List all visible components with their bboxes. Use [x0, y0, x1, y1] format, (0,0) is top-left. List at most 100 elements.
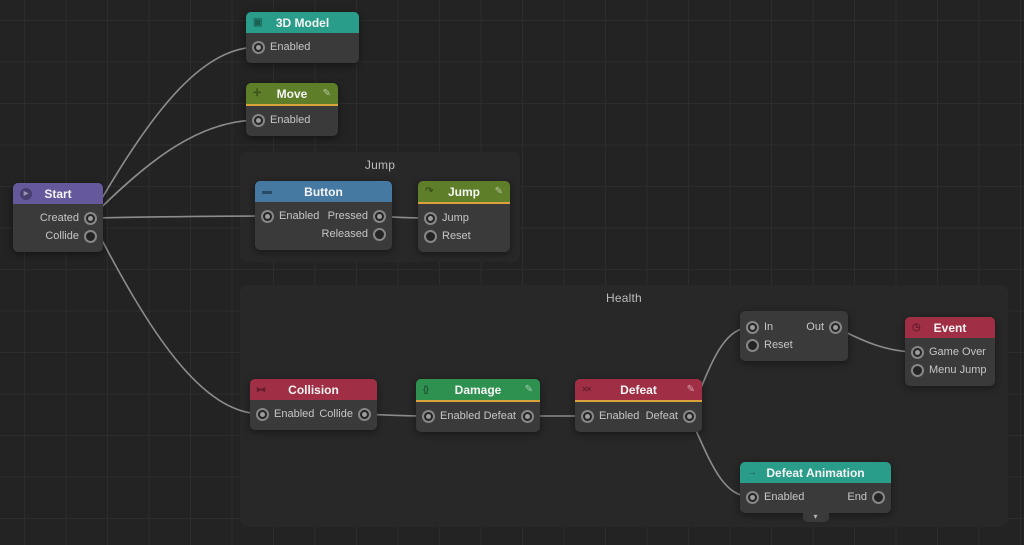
port-label: End	[847, 491, 867, 503]
braces-icon: {}	[423, 384, 429, 394]
output-side: Out	[806, 320, 842, 334]
port-label: Defeat	[483, 410, 516, 422]
output-side: Defeat	[645, 409, 696, 423]
port-label: Menu Jump	[929, 364, 987, 376]
node-header: ▸◂Collision	[250, 379, 377, 400]
node-body: Enabled Collide	[250, 400, 377, 430]
port-row: Created	[13, 209, 103, 227]
port-pressed[interactable]	[373, 209, 386, 223]
node-move[interactable]: ✛Move✎Enabled	[246, 83, 338, 136]
edit-pencil-icon[interactable]: ✎	[686, 383, 695, 395]
expand-chevron-icon[interactable]: ▾	[802, 512, 829, 522]
node-title: Jump	[447, 184, 480, 199]
output-side: Pressed	[327, 209, 386, 223]
wire[interactable]	[89, 46, 259, 219]
input-side: Enabled	[422, 409, 480, 423]
wire[interactable]	[89, 217, 263, 415]
node-header: →Defeat Animation	[740, 462, 891, 483]
port-collide[interactable]	[84, 229, 97, 243]
port-jump[interactable]	[424, 211, 437, 225]
port-end[interactable]	[872, 490, 885, 504]
edit-pencil-icon[interactable]: ✎	[524, 383, 533, 395]
port-enabled[interactable]	[581, 409, 594, 423]
port-enabled[interactable]	[252, 40, 265, 54]
timer-icon: ◷	[912, 321, 921, 333]
input-side: Enabled	[256, 407, 315, 421]
node-header: ▶Start	[13, 183, 103, 204]
port-label: Enabled	[599, 410, 640, 422]
port-game-over[interactable]	[911, 345, 924, 359]
port-label: Enabled	[274, 408, 315, 420]
port-enabled[interactable]	[746, 490, 759, 504]
port-row: Enabled Collide	[250, 405, 377, 423]
port-enabled[interactable]	[256, 407, 269, 421]
node-body: Enabled	[246, 106, 338, 136]
port-defeat[interactable]	[521, 409, 534, 423]
edit-pencil-icon[interactable]: ✎	[494, 185, 503, 197]
output-side: Collide	[319, 407, 371, 421]
group-label: Jump	[364, 158, 396, 172]
port-defeat[interactable]	[683, 409, 696, 423]
wire[interactable]	[89, 119, 259, 219]
node-title: Damage	[454, 382, 502, 397]
port-collide[interactable]	[358, 407, 371, 421]
node-title: Collision	[288, 382, 339, 397]
cube-icon: ▣	[253, 16, 263, 28]
port-menu-jump[interactable]	[911, 363, 924, 377]
port-label: Defeat	[645, 410, 678, 422]
output-side: Collide	[45, 229, 97, 243]
node-body: Enabled Defeat	[575, 402, 702, 432]
port-reset[interactable]	[424, 229, 437, 243]
port-label: Enabled	[270, 114, 311, 126]
output-side: Defeat	[483, 409, 534, 423]
port-row: Collide	[13, 227, 103, 245]
port-enabled[interactable]	[261, 209, 274, 223]
node-body: Enabled	[246, 33, 359, 63]
port-label: Jump	[442, 212, 469, 224]
port-row: Enabled	[246, 111, 338, 129]
port-enabled[interactable]	[422, 409, 435, 423]
port-label: Released	[321, 228, 368, 240]
header-underline	[575, 400, 702, 402]
node-title: Defeat	[620, 382, 657, 397]
port-released[interactable]	[373, 227, 386, 241]
port-label: Created	[39, 212, 79, 224]
port-label: Reset	[764, 339, 793, 351]
header-underline	[416, 400, 540, 402]
output-side: Created	[39, 211, 97, 225]
defeat-eyes-icon: ××	[582, 384, 591, 394]
port-enabled[interactable]	[252, 113, 265, 127]
port-row: Enabled Defeat	[575, 407, 702, 425]
jump-arrow-icon: ↷	[425, 185, 434, 197]
port-created[interactable]	[84, 211, 97, 225]
port-in[interactable]	[746, 320, 759, 334]
input-side: Game Over	[911, 345, 986, 359]
port-label: Game Over	[929, 346, 986, 358]
port-label: Pressed	[327, 210, 368, 222]
input-side: Jump	[424, 211, 469, 225]
node-defeat[interactable]: ×× Defeat ✎ Enabled Defeat	[575, 379, 702, 432]
edit-pencil-icon[interactable]: ✎	[322, 87, 331, 99]
input-side: Enabled	[261, 209, 319, 223]
node-title: Move	[276, 86, 308, 101]
port-reset[interactable]	[746, 338, 759, 352]
input-side: Reset	[424, 229, 471, 243]
button-icon: ▬	[262, 185, 272, 197]
port-row: Menu Jump	[905, 361, 995, 379]
node-header: ▬Button	[255, 181, 392, 202]
node-title: 3D Model	[275, 15, 330, 30]
port-out[interactable]	[829, 320, 842, 334]
